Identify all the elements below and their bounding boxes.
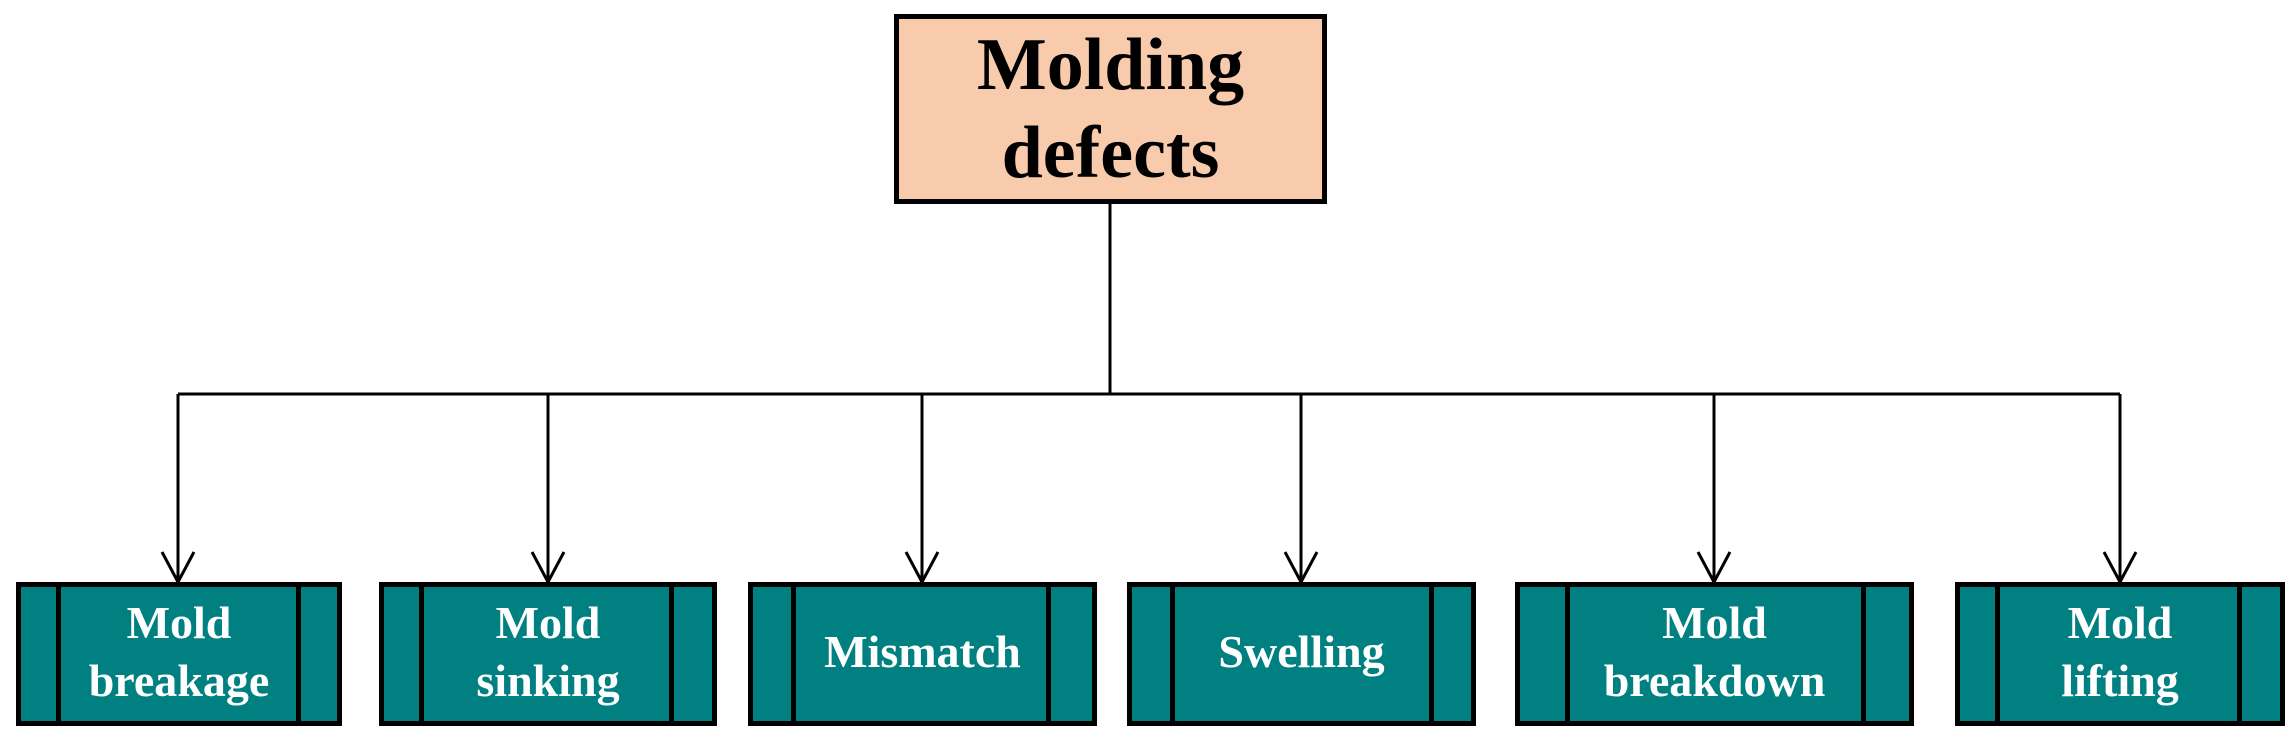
child-node-label: Mold sinking — [476, 597, 620, 706]
child-node-left-bar — [791, 587, 796, 721]
child-node-mold-sinking: Mold sinking — [379, 582, 717, 726]
root-node-label: Molding defects — [976, 24, 1245, 194]
child-node-mold-breakage: Mold breakage — [16, 582, 342, 726]
child-node-mold-lifting: Mold lifting — [1955, 582, 2285, 726]
child-node-label: Mold breakdown — [1603, 597, 1826, 706]
child-node-left-bar — [1995, 587, 2000, 721]
child-node-right-bar — [1429, 587, 1434, 721]
child-node-right-bar — [669, 587, 674, 721]
root-node-molding-defects: Molding defects — [894, 14, 1327, 204]
child-node-label: Mold breakage — [88, 597, 270, 706]
child-node-label: Swelling — [1218, 626, 1385, 677]
child-node-right-bar — [1861, 587, 1866, 721]
child-node-right-bar — [296, 587, 301, 721]
child-node-label: Mold lifting — [2061, 597, 2179, 706]
child-node-label: Mismatch — [824, 626, 1021, 677]
child-node-left-bar — [56, 587, 61, 721]
child-node-left-bar — [1170, 587, 1175, 721]
child-node-mold-breakdown: Mold breakdown — [1515, 582, 1914, 726]
child-node-right-bar — [2237, 587, 2242, 721]
child-node-right-bar — [1046, 587, 1051, 721]
child-node-mismatch: Mismatch — [748, 582, 1097, 726]
child-node-left-bar — [1565, 587, 1570, 721]
child-node-left-bar — [419, 587, 424, 721]
child-node-swelling: Swelling — [1127, 582, 1476, 726]
